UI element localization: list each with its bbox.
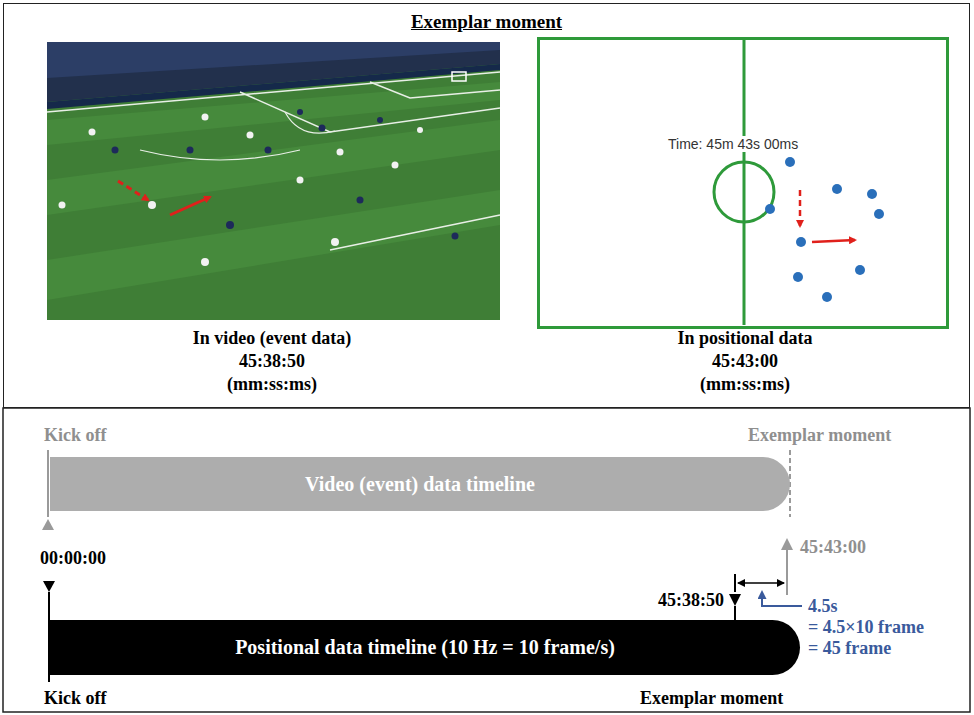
offset-label: = 4.5×10 frame	[808, 617, 924, 638]
pitch-box: Time: 45m 43s 00ms	[537, 37, 949, 329]
timeline-bar: Positional data timeline (10 Hz = 10 fra…	[50, 620, 800, 675]
timeline-label: Exemplar moment	[748, 425, 891, 446]
caption-unit: (mm:ss:ms)	[227, 374, 317, 395]
timeline-bar: Video (event) data timeline	[50, 457, 790, 511]
timeline-label: Kick off	[44, 688, 107, 709]
time-marker: 45:43:00	[800, 537, 866, 558]
caption-text: In positional data	[677, 328, 812, 349]
panel-box: Exemplar momentTime: 45m 43s 00ms	[3, 3, 970, 408]
panel-title: Exemplar moment	[4, 11, 969, 33]
caption-time: 45:43:00	[712, 351, 778, 372]
caption-time: 45:38:50	[239, 351, 305, 372]
timeline-label: Exemplar moment	[640, 688, 783, 709]
pitch-drawing	[714, 40, 884, 325]
bar-label: Video (event) data timeline	[305, 473, 535, 496]
bar-label: Positional data timeline (10 Hz = 10 fra…	[235, 636, 615, 659]
time-marker: 45:38:50	[658, 590, 724, 611]
offset-label: 4.5s	[808, 596, 838, 617]
video-still	[47, 42, 500, 320]
caption-text: In video (event data)	[193, 328, 352, 349]
time-label: Time: 45m 43s 00ms	[666, 136, 800, 152]
time-marker: 00:00:00	[40, 548, 106, 569]
timeline-label: Kick off	[44, 425, 107, 446]
timeline-marks	[42, 450, 802, 682]
caption-unit: (mm:ss:ms)	[700, 374, 790, 395]
panel-frame	[3, 408, 970, 712]
offset-label: = 45 frame	[808, 638, 891, 659]
